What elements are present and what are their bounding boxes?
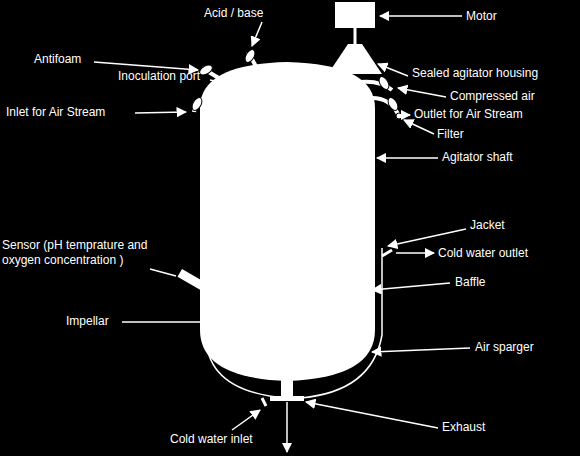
part-label: Inoculation port (118, 69, 200, 84)
part-label: Air sparger (475, 340, 534, 355)
part-label: Inlet for Air Stream (6, 105, 105, 120)
part-label: Impellar (66, 314, 109, 329)
sensor-probe (178, 269, 208, 292)
valve (190, 96, 204, 112)
exhaust-pipe (281, 378, 293, 398)
agitator-housing (328, 44, 382, 74)
valve (243, 48, 257, 64)
part-label: Sensor (pH temprature and oxygen concent… (2, 238, 162, 268)
leader-lines (94, 16, 470, 452)
part-label: Agitator shaft (442, 150, 513, 165)
part-label: Baffle (455, 275, 485, 290)
cold-water-outlet-nozzle (382, 250, 392, 256)
part-label: Antifoam (34, 52, 81, 67)
inoculation-port (229, 78, 245, 90)
valve (198, 63, 214, 77)
part-label: Outlet for Air Stream (414, 107, 523, 122)
cold-water-inlet-nozzle (262, 398, 266, 406)
part-label: Cold water outlet (438, 246, 528, 261)
filter-symbol (396, 113, 402, 119)
part-label: Sealed agitator housing (412, 66, 538, 81)
jacket-outline (206, 248, 382, 398)
vessel-body (200, 62, 375, 381)
part-label: Jacket (470, 218, 505, 233)
part-label: Motor (466, 9, 497, 24)
part-label: Cold water inlet (170, 432, 253, 447)
sensor-leader (150, 269, 176, 276)
motor-box (335, 2, 375, 28)
part-label: Exhaust (442, 420, 485, 435)
part-label: Filter (437, 127, 464, 142)
part-label: Acid / base (204, 6, 263, 21)
agitator-shaft (354, 28, 357, 44)
part-label: Compressed air (450, 89, 535, 104)
valve (377, 75, 391, 91)
valve (386, 96, 400, 112)
